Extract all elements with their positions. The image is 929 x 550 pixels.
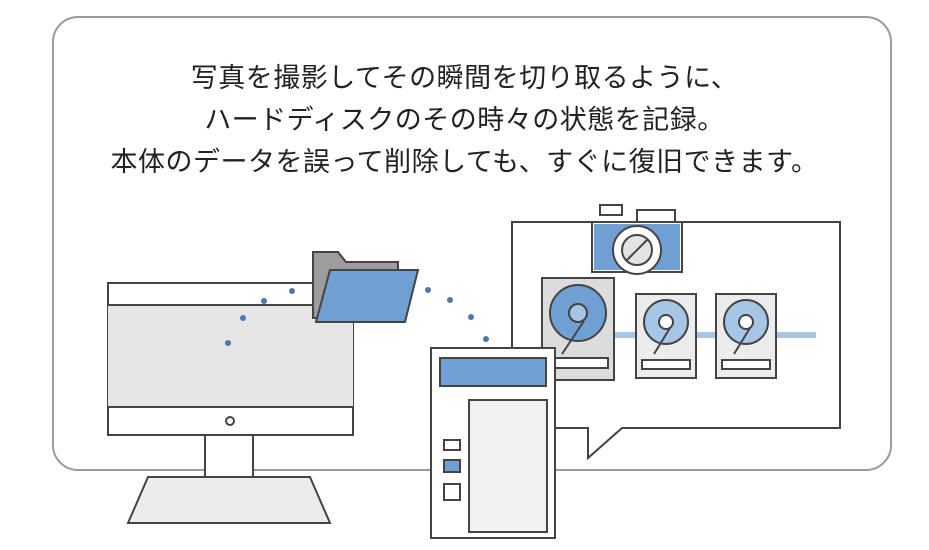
- transfer-dots-right: [425, 287, 489, 342]
- hard-disk-icon: [716, 294, 776, 378]
- folder-icon: [313, 252, 418, 322]
- hard-disk-icon: [636, 294, 696, 378]
- camera-icon: [592, 205, 682, 274]
- nas-icon: [431, 348, 555, 538]
